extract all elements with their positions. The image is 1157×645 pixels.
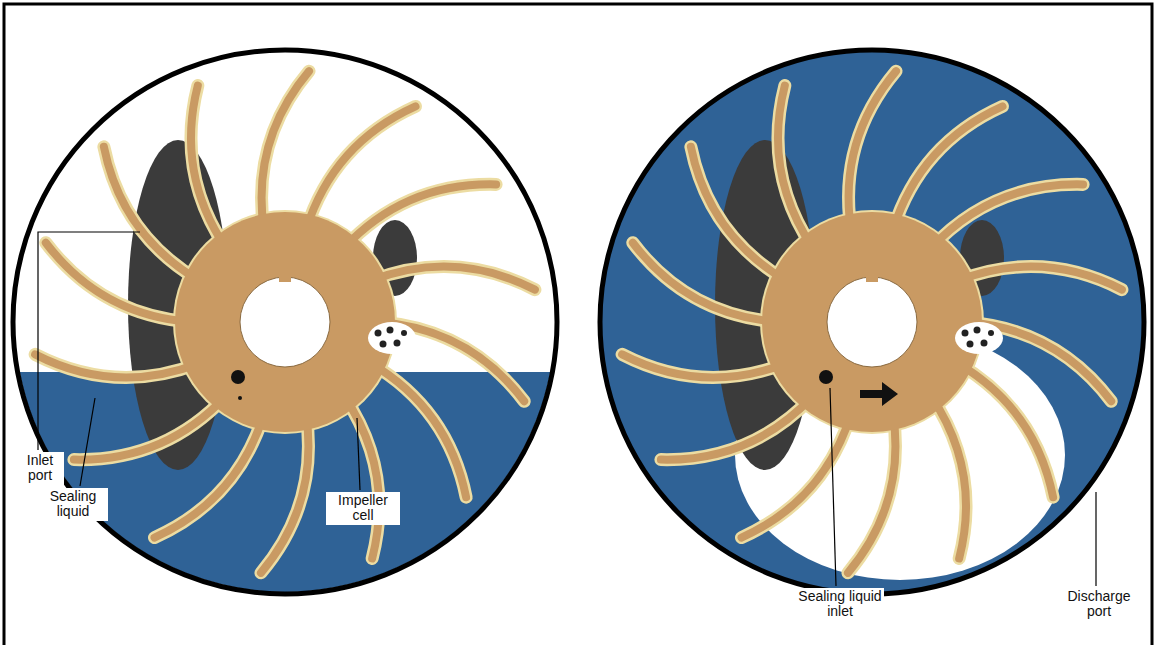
blade-outline [74,396,226,459]
bubble [401,330,407,336]
part-label: Discharge port [1058,588,1140,621]
part-label: Sealing liquid [38,488,108,521]
part-label: Sealing liquid inlet [796,588,884,621]
blade [661,396,813,459]
blade-outline [344,184,496,247]
hub [175,212,395,432]
rotation-arrow [860,382,898,406]
blade [344,396,379,558]
casing-outline [13,50,557,594]
blade-outline [931,184,1083,247]
blade-outline [191,86,226,248]
blade [893,106,1002,229]
blade [931,396,966,558]
keyway [866,270,878,282]
blade-outline [848,415,896,573]
bubble [380,341,387,348]
shaft-bore [240,277,330,367]
pump-left [0,50,580,632]
blade [104,147,200,281]
blade-outline [35,354,199,377]
pump-right [600,50,1144,594]
bubble [967,341,974,348]
blade [262,71,310,229]
casing-outline [600,50,1144,594]
blade-outline [691,147,787,281]
blade-outline [958,363,1054,497]
leader-line [830,388,836,586]
leader-line [38,232,140,450]
bubble [988,330,994,336]
blade [306,106,415,229]
blade-outline [958,267,1122,290]
blade-outline [344,396,379,558]
bubble [981,340,988,347]
impeller [35,71,535,573]
blade [848,415,896,573]
blade-outline [931,396,966,558]
blade-outline [262,71,310,229]
blade-outline [104,147,200,281]
blade-outline [371,267,535,290]
hub [762,212,982,432]
blade [958,267,1122,290]
impeller [622,71,1122,573]
hub-outline [173,210,397,434]
shaft-bore [827,277,917,367]
droplet [238,396,242,400]
blade [154,415,263,538]
blade [74,396,226,459]
part-label: Inlet port [16,452,64,485]
blade-outline [778,86,813,248]
blade [371,363,467,497]
hub-outline [760,210,984,434]
leader-line [357,418,360,490]
discharge-cell [368,322,416,354]
blade [622,354,786,377]
sealing-liquid-hole [819,370,833,384]
blade-outline [849,71,897,229]
leader-line [1095,492,1096,586]
blade [344,184,496,247]
impellers [35,71,1122,573]
blade [849,71,897,229]
leader-line [80,398,95,486]
bubble [974,327,981,334]
bubble [962,330,969,337]
blade [691,147,787,281]
blade [261,415,309,573]
leader-lines [38,232,1096,586]
bubble [394,340,401,347]
blade-outline [371,363,467,497]
blade-outline [622,354,786,377]
discharge-cell [955,322,1003,354]
blade [958,363,1054,497]
liquid-ring [600,50,1144,594]
details [231,322,1003,406]
sealing-liquid-hole [231,370,245,384]
blade [35,354,199,377]
part-label: Impeller cell [326,492,400,525]
blade-outline [661,396,813,459]
keyway [279,270,291,282]
blade [931,184,1083,247]
blade-outline [261,415,309,573]
blade [778,86,813,248]
blade [191,86,226,248]
bubble [387,327,394,334]
bubble [375,330,382,337]
blade [371,267,535,290]
